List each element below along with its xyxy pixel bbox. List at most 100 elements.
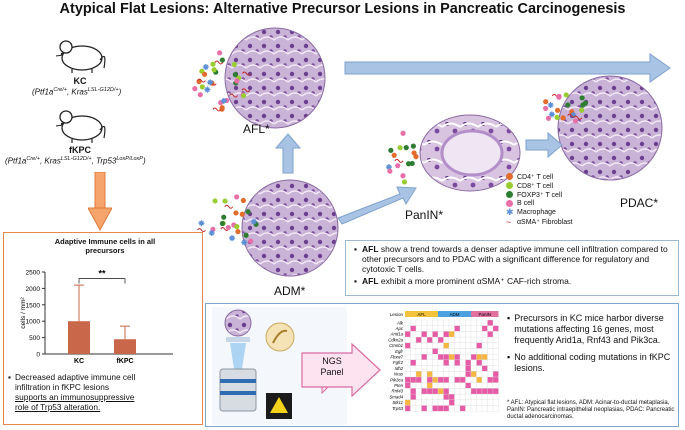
immune-cell-icon <box>405 161 412 167</box>
heatmap-cell <box>465 354 472 361</box>
heatmap-cell <box>415 393 422 400</box>
heatmap-cell <box>421 336 428 343</box>
heatmap-cell <box>448 348 455 355</box>
immune-cell-icon <box>245 209 251 215</box>
heatmap-cell <box>470 365 477 372</box>
heatmap-cell <box>426 319 433 326</box>
legend-label: B cell <box>517 200 535 207</box>
y-tick-label: 1000 <box>26 319 41 326</box>
immune-cell-icon <box>563 92 569 98</box>
heatmap-cell <box>404 331 411 338</box>
lesion-diagram <box>192 27 671 277</box>
heatmap-cell <box>481 376 488 383</box>
heatmap-cell <box>470 388 477 395</box>
heatmap-cell <box>476 325 483 332</box>
immune-cell-icon <box>234 224 240 230</box>
heatmap-cell <box>481 348 488 355</box>
heatmap-cell <box>432 371 439 378</box>
heatmap-gene-label: Smad4 <box>389 394 403 399</box>
macrophage-icon <box>198 220 205 227</box>
fibroblast-icon <box>241 88 251 93</box>
legend-label: Macrophage <box>517 209 556 216</box>
heatmap-cell <box>459 342 466 349</box>
heatmap-cell <box>410 354 417 361</box>
legend-label: αSMA⁺ Fibroblast <box>517 218 573 226</box>
heatmap-cell <box>476 354 483 361</box>
macrophage-icon <box>220 97 227 104</box>
heatmap-cell <box>415 331 422 338</box>
heatmap-cell <box>404 399 411 406</box>
heatmap-cell <box>421 325 428 332</box>
heatmap-cell <box>487 376 494 383</box>
heatmap-cell <box>410 399 417 406</box>
heatmap-cell <box>487 342 494 349</box>
immune-cell-icon <box>235 228 241 235</box>
heatmap-cell <box>448 405 455 412</box>
heatmap-group-bar <box>405 311 438 317</box>
heatmap-cell <box>443 336 450 343</box>
heatmap-cell <box>415 325 422 332</box>
heatmap-cell <box>459 405 466 412</box>
heatmap-cell <box>443 382 450 389</box>
heatmap-cell <box>492 393 499 400</box>
heatmap-cell <box>432 325 439 332</box>
immune-cell-icon <box>388 147 394 153</box>
kc-mouse-icon <box>55 40 106 73</box>
heatmap-cell <box>410 336 417 343</box>
heatmap-cell <box>459 325 466 332</box>
heatmap-gene-label: Egfr <box>395 349 403 354</box>
pdac-histology <box>557 75 663 181</box>
heatmap-cell <box>492 371 499 378</box>
abbreviation-footnote: * AFL: Atypical flat lesions, ADM: Acina… <box>507 400 675 420</box>
heatmap-cell <box>476 393 483 400</box>
heatmap-cell <box>487 319 494 326</box>
immune-cell-icon <box>579 95 585 101</box>
heatmap-cell <box>443 331 450 338</box>
heatmap-cell <box>404 393 411 400</box>
ngs-arrow-label: NGS Panel <box>320 356 344 377</box>
heatmap-cell <box>415 399 422 406</box>
heatmap-cell <box>487 325 494 332</box>
microscope-icon <box>219 368 257 412</box>
heatmap-cell <box>415 359 422 366</box>
heatmap-cell <box>459 319 466 326</box>
heatmap-cell <box>443 399 450 406</box>
y-tick-label: 2000 <box>26 286 41 293</box>
fibroblast-icon <box>394 158 404 163</box>
y-axis-label: cells / mm² <box>20 296 27 328</box>
legend-item: B cell <box>506 199 573 208</box>
heatmap-cell <box>437 336 444 343</box>
heatmap-cell <box>481 354 488 361</box>
heatmap-cell <box>448 331 455 338</box>
heatmap-cell <box>487 354 494 361</box>
heatmap-cell <box>432 354 439 361</box>
heatmap-cell <box>465 382 472 389</box>
heatmap-cell <box>448 342 455 349</box>
heatmap-cell <box>421 405 428 412</box>
heatmap-cell <box>465 359 472 366</box>
heatmap-cell <box>432 382 439 389</box>
immune-cell-icon <box>580 102 586 108</box>
ngs-arrow-icon <box>301 343 381 397</box>
heatmap-cell <box>470 405 477 412</box>
heatmap-cell <box>404 382 411 389</box>
heatmap-cell <box>415 319 422 326</box>
heatmap-cell <box>481 359 488 366</box>
heatmap-cell <box>443 359 450 366</box>
heatmap-cell <box>421 388 428 395</box>
heatmap-cell <box>432 405 439 412</box>
heatmap-cell <box>443 325 450 332</box>
immune-cell-icon <box>248 238 254 244</box>
heatmap-cell <box>459 393 466 400</box>
heatmap-cell <box>487 336 494 343</box>
heatmap-cell <box>404 365 411 372</box>
heatmap-cell <box>448 376 455 383</box>
heatmap-cell <box>437 342 444 349</box>
macrophage-icon <box>202 64 209 71</box>
macrophage-icon <box>548 111 555 118</box>
heatmap-cell <box>459 399 466 406</box>
heatmap-cell <box>432 393 439 400</box>
heatmap-cell <box>459 359 466 366</box>
heatmap-cell <box>443 342 450 349</box>
heatmap-cell <box>481 405 488 412</box>
